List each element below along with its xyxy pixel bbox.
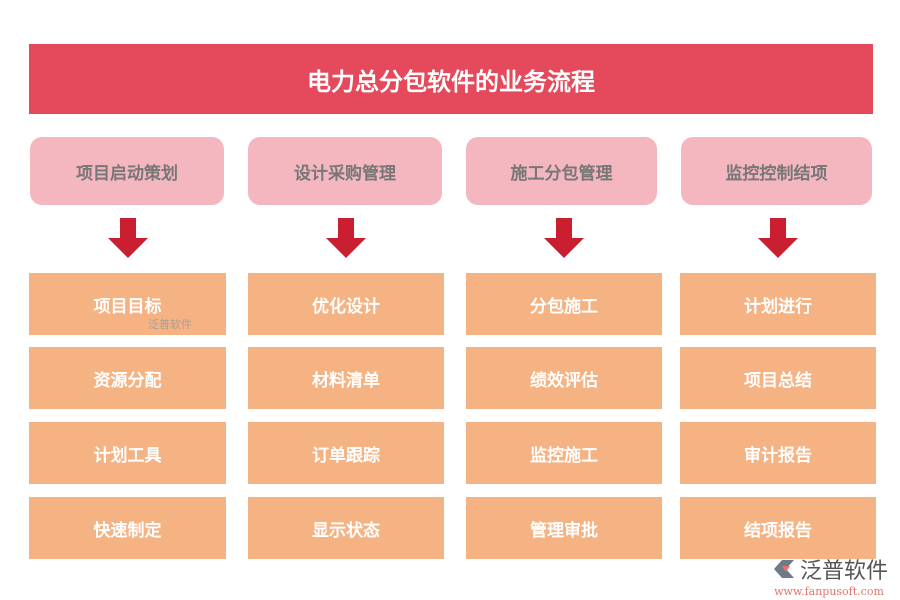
process-item: 快速制定 xyxy=(29,497,226,559)
process-item: 订单跟踪 xyxy=(248,422,444,484)
logo-url: www.fanpusoft.com xyxy=(774,585,884,598)
process-item: 审计报告 xyxy=(680,422,876,484)
process-item: 监控施工 xyxy=(466,422,662,484)
arrow-down-icon xyxy=(107,218,148,258)
process-item: 绩效评估 xyxy=(466,347,662,409)
process-item: 项目目标 xyxy=(29,273,226,335)
phase-header: 项目启动策划 xyxy=(30,137,224,205)
process-item: 资源分配 xyxy=(29,347,226,409)
arrow-down-icon xyxy=(758,218,798,258)
arrow-down-icon xyxy=(544,218,584,258)
phase-header: 监控控制结项 xyxy=(681,137,872,205)
process-item: 材料清单 xyxy=(248,347,444,409)
logo-name: 泛普软件 xyxy=(800,559,889,584)
page-title: 电力总分包软件的业务流程 xyxy=(29,44,873,114)
process-item: 分包施工 xyxy=(466,273,662,335)
process-item: 计划工具 xyxy=(29,422,226,484)
process-item: 显示状态 xyxy=(248,497,444,559)
process-item: 计划进行 xyxy=(680,273,876,335)
process-item: 结项报告 xyxy=(680,497,876,559)
logo: 泛普软件 www.fanpusoft.com xyxy=(770,553,888,598)
process-item: 管理审批 xyxy=(466,497,662,559)
process-item: 项目总结 xyxy=(680,347,876,409)
phase-header: 设计采购管理 xyxy=(248,137,442,205)
watermark: 泛普软件 xyxy=(148,318,192,331)
process-item: 优化设计 xyxy=(248,273,444,335)
logo-icon xyxy=(774,560,794,578)
arrow-down-icon xyxy=(326,218,366,258)
phase-header: 施工分包管理 xyxy=(466,137,657,205)
